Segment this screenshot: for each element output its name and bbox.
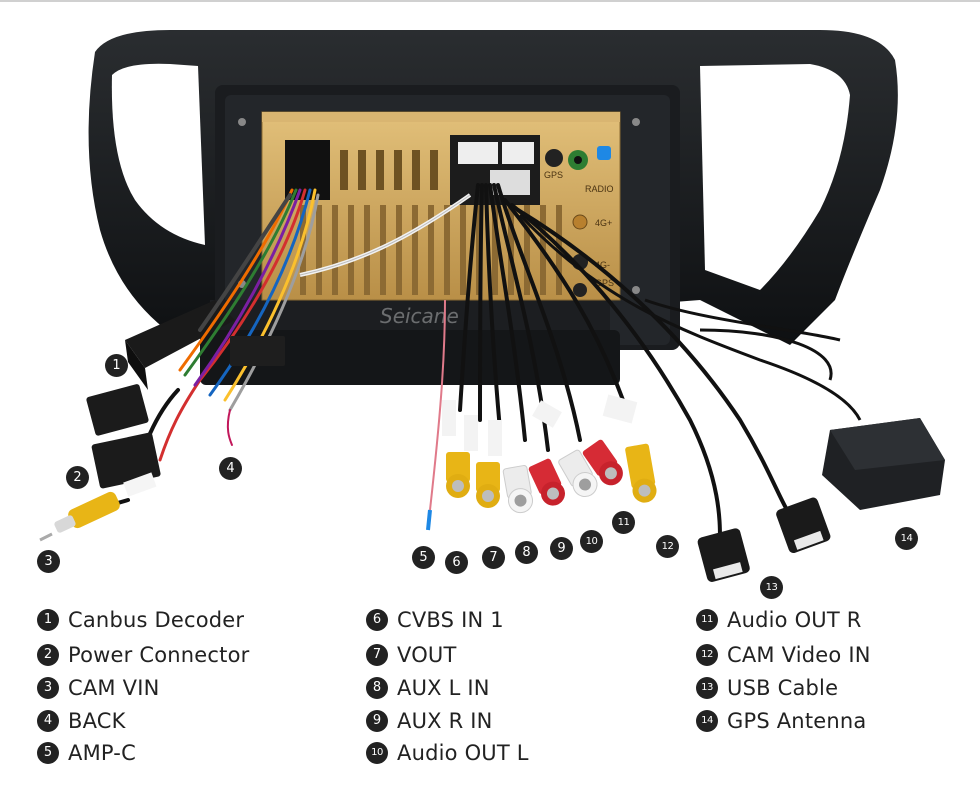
legend-badge: 9 xyxy=(366,710,388,732)
gps-antenna xyxy=(518,213,945,510)
label-4g-minus: 4G- xyxy=(595,260,610,270)
callout-badge-4: 4 xyxy=(219,457,242,480)
legend-badge: 12 xyxy=(696,644,718,666)
callout-badge-2: 2 xyxy=(66,466,89,489)
label-gps-2: GPS xyxy=(595,278,614,288)
power-connector-blocks xyxy=(86,336,285,489)
callout-badge-5: 5 xyxy=(412,546,435,569)
callout-badge-1: 1 xyxy=(105,354,128,377)
legend-label: BACK xyxy=(68,709,126,733)
label-gps: GPS xyxy=(544,170,563,180)
legend-badge: 11 xyxy=(696,609,718,631)
legend-badge: 10 xyxy=(366,742,388,764)
usb-plugs xyxy=(697,497,831,582)
callout-badge-11: 11 xyxy=(612,511,635,534)
label-radio: RADIO xyxy=(585,184,614,194)
legend-badge: 2 xyxy=(37,644,59,666)
legend-badge: 8 xyxy=(366,677,388,699)
legend-label: USB Cable xyxy=(727,676,839,700)
rca-bundle-cables xyxy=(458,183,792,542)
label-4g-plus: 4G+ xyxy=(595,218,612,228)
legend-item-3: 3 CAM VIN xyxy=(37,675,160,701)
callout-badge-6: 6 xyxy=(445,551,468,574)
legend-item-4: 4 BACK xyxy=(37,708,126,734)
legend-item-8: 8 AUX L IN xyxy=(366,675,490,701)
rca-plugs xyxy=(446,439,657,514)
cam-vin-plug xyxy=(39,491,120,542)
legend-label: AUX L IN xyxy=(397,676,490,700)
legend-item-6: 6 CVBS IN 1 xyxy=(366,607,504,633)
legend-label: CVBS IN 1 xyxy=(397,608,504,632)
legend-item-7: 7 VOUT xyxy=(366,642,457,668)
legend-label: Audio OUT R xyxy=(727,608,862,632)
legend-item-13: 13 USB Cable xyxy=(696,675,838,701)
legend-badge: 3 xyxy=(37,677,59,699)
callout-badge-10: 10 xyxy=(580,530,603,553)
callout-badge-14: 14 xyxy=(895,527,918,550)
legend-badge: 5 xyxy=(37,742,59,764)
callout-badge-9: 9 xyxy=(550,537,573,560)
legend-item-11: 11 Audio OUT R xyxy=(696,607,862,633)
legend-badge: 4 xyxy=(37,710,59,732)
legend-item-9: 9 AUX R IN xyxy=(366,708,493,734)
legend-item-12: 12 CAM Video IN xyxy=(696,642,871,668)
legend-label: VOUT xyxy=(397,643,457,667)
legend-label: CAM Video IN xyxy=(727,643,871,667)
callout-badge-8: 8 xyxy=(515,541,538,564)
watermark-text: Seicane xyxy=(380,304,459,328)
callout-badge-7: 7 xyxy=(482,546,505,569)
top-divider xyxy=(0,0,980,2)
legend-label: Audio OUT L xyxy=(397,741,529,765)
legend-label: CAM VIN xyxy=(68,676,160,700)
legend-badge: 6 xyxy=(366,609,388,631)
callout-badge-13: 13 xyxy=(760,576,783,599)
legend-badge: 1 xyxy=(37,609,59,631)
legend-badge: 14 xyxy=(696,710,718,732)
legend-label: Power Connector xyxy=(68,643,250,667)
callout-badge-3: 3 xyxy=(37,550,60,573)
legend-item-1: 1 Canbus Decoder xyxy=(37,607,244,633)
callout-badge-12: 12 xyxy=(656,535,679,558)
legend-label: GPS Antenna xyxy=(727,709,867,733)
legend-item-10: 10 Audio OUT L xyxy=(366,740,529,766)
legend-badge: 7 xyxy=(366,644,388,666)
legend-item-14: 14 GPS Antenna xyxy=(696,708,866,734)
legend-item-2: 2 Power Connector xyxy=(37,642,249,668)
legend-item-5: 5 AMP-C xyxy=(37,740,136,766)
legend-label: Canbus Decoder xyxy=(68,608,245,632)
legend-badge: 13 xyxy=(696,677,718,699)
legend-label: AMP-C xyxy=(68,741,136,765)
legend-label: AUX R IN xyxy=(397,709,493,733)
